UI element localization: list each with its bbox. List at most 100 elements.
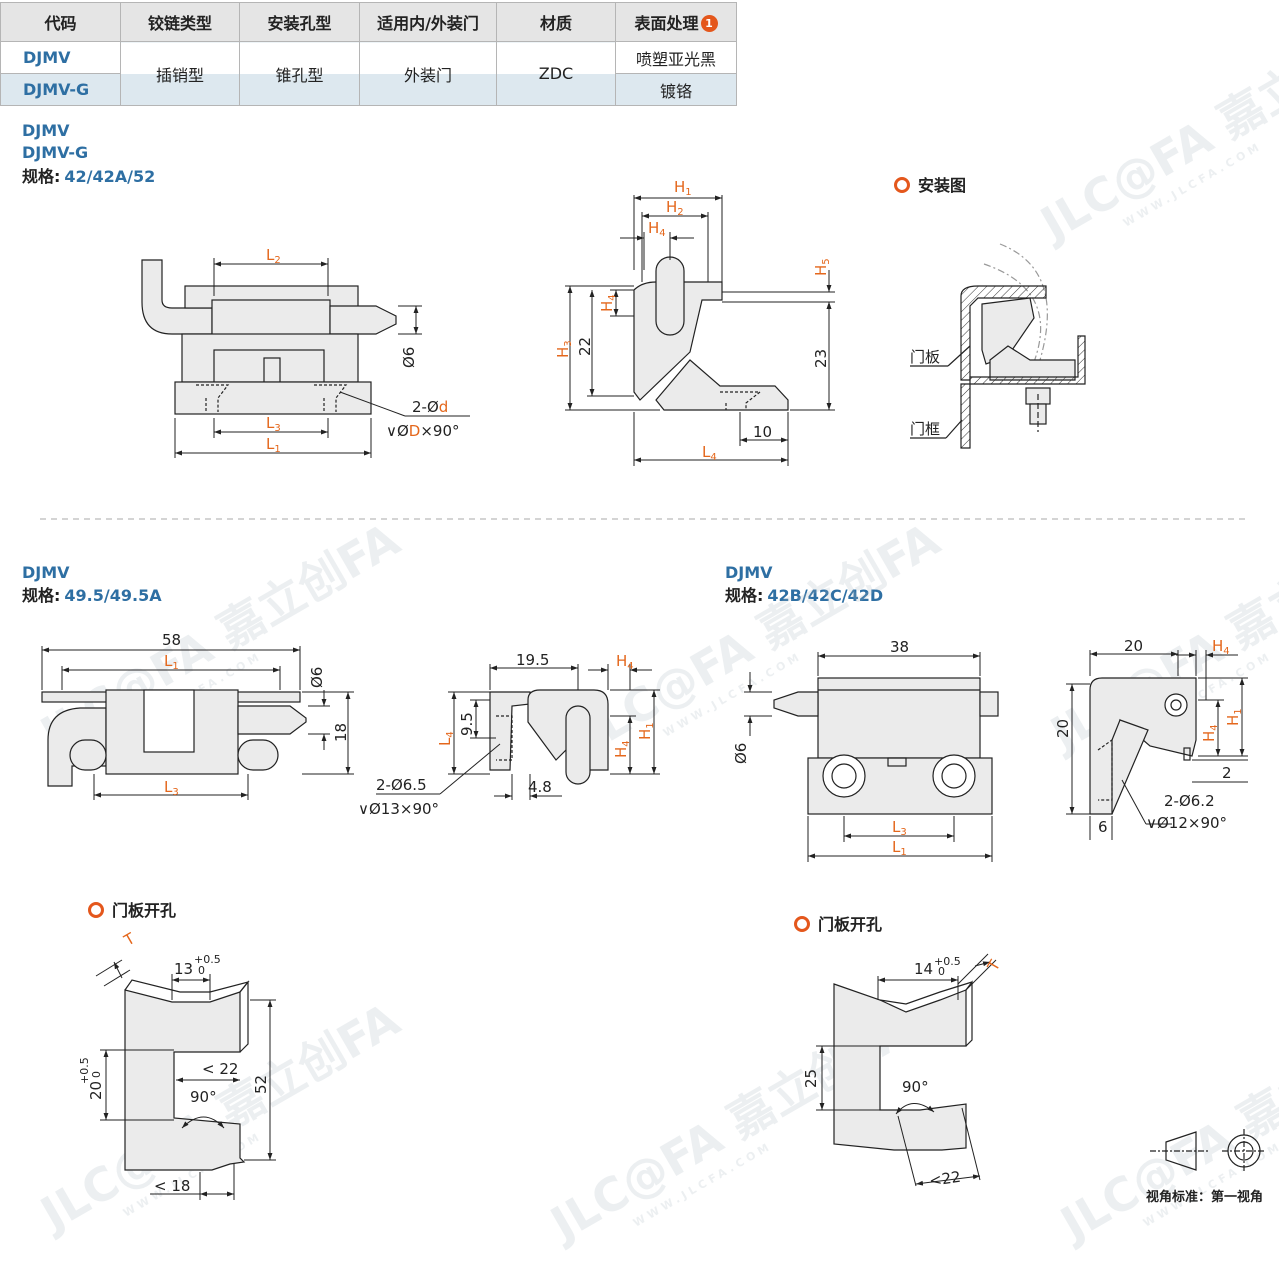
svg-text:L1: L1 (164, 652, 179, 672)
install-view (910, 243, 1086, 449)
dim-L1: L (164, 652, 173, 670)
svg-text:H4: H4 (616, 652, 634, 672)
dim-hole: 2-Ø6.2 (1164, 792, 1215, 810)
dim-hole-count: 2-Ø (412, 398, 439, 416)
svg-text:H3: H3 (554, 340, 574, 358)
dim-H2: H (666, 198, 677, 216)
dim-L2: L (266, 246, 275, 264)
block1-spec: 规格:42/42A/52 (22, 167, 156, 186)
dim-H4: H (648, 219, 659, 237)
drawing-front-view-1 (141, 259, 397, 415)
countersink-icon: ∨ (358, 800, 369, 818)
svg-text:L1: L1 (892, 838, 907, 858)
svg-text:L3: L3 (266, 414, 281, 434)
svg-text:H4: H4 (598, 294, 618, 312)
label-door-panel: 门板 (910, 348, 940, 366)
drawing-front-view-3 (773, 677, 999, 815)
dim-22: 22 (576, 337, 594, 356)
svg-text:H2: H2 (666, 198, 684, 218)
first-angle-projection-icon (1150, 1129, 1266, 1173)
cutout-right-title: 门板开孔 (794, 915, 882, 935)
dim-L3: L (892, 818, 901, 836)
drawing-front-view-2 (41, 689, 307, 787)
dim-90: 90° (190, 1088, 217, 1106)
block1-model1: DJMV (22, 121, 70, 140)
dim-H4-side: H (598, 301, 616, 312)
dim-T: T (120, 929, 139, 950)
drawing-side-view-1 (633, 256, 789, 411)
dim-phi6: Ø6 (308, 667, 326, 688)
dim-L4: L (436, 737, 454, 746)
dim-23: 23 (812, 349, 830, 368)
svg-text:H1: H1 (636, 722, 656, 740)
dim-L1: L (892, 838, 901, 856)
cutout-right-drawing (833, 980, 973, 1151)
model-code: DJMV (0, 41, 121, 74)
dim-20: 20 (1124, 637, 1143, 655)
dim-L1: L (266, 435, 275, 453)
dim-hole: 2-Ø6.5 (376, 776, 427, 794)
dim-14-tol-up: +0.5 (934, 955, 961, 968)
drawing-side-view-2 (489, 689, 609, 785)
dim-H3: H (554, 347, 572, 358)
svg-text:L3: L3 (164, 778, 179, 798)
block3-spec: 规格:42B/42C/42D (725, 586, 884, 605)
dim-H4: H (616, 652, 627, 670)
svg-text:H4: H4 (1200, 724, 1220, 742)
svg-text:H1: H1 (1224, 708, 1244, 726)
svg-text:∨ØD×90°: ∨ØD×90° (386, 422, 460, 440)
svg-text:L4: L4 (436, 731, 456, 746)
table-row: DJMV-G 镀铬 (0, 73, 737, 106)
block1-model2: DJMV-G (22, 143, 89, 162)
dim-13: 13 (174, 960, 193, 978)
svg-text:L4: L4 (702, 443, 717, 463)
dim-14-tol-dn: 0 (938, 965, 945, 978)
ring-icon (894, 177, 910, 193)
svg-text:H1: H1 (674, 178, 692, 198)
dim-90: 90° (902, 1078, 929, 1096)
svg-text:H4: H4 (612, 740, 632, 758)
svg-text:H5: H5 (812, 258, 832, 276)
dim-13-tol-dn: 0 (198, 964, 205, 977)
svg-text:H4: H4 (648, 219, 666, 239)
dim-L3: L (164, 778, 173, 796)
dim-H4-side: H (612, 747, 630, 758)
technical-drawings: L2 L3 L1 Ø6 2-Ød ∨ØD×90° H1 H2 H4 H5 H4 … (40, 178, 1266, 1200)
dim-22: < 22 (202, 1060, 238, 1078)
dim-52: 52 (252, 1075, 270, 1094)
dim-38: 38 (890, 638, 909, 656)
svg-text:∨Ø12×90°: ∨Ø12×90° (1146, 814, 1227, 832)
dim-H4-side: H (1200, 731, 1218, 742)
block3-model: DJMV (725, 563, 773, 582)
dim-18: < 18 (154, 1177, 190, 1195)
ring-icon (88, 902, 104, 918)
dim-19-5: 19.5 (516, 651, 549, 669)
block2-spec: 规格:49.5/49.5A (22, 586, 162, 605)
projection-standard-label: 视角标准：第一视角 (1146, 1190, 1264, 1205)
install-section-title: 安装图 (894, 176, 966, 196)
dim-18: 18 (332, 723, 350, 742)
svg-text:H4: H4 (1212, 637, 1230, 657)
dim-L3: L (266, 414, 275, 432)
cutout-left-title: 门板开孔 (88, 901, 176, 921)
hinge-type-cell: 插销型 (120, 41, 240, 106)
svg-text:L2: L2 (266, 246, 281, 266)
ring-icon (794, 916, 810, 932)
dim-H1: H (636, 729, 654, 740)
svg-text:L3: L3 (892, 818, 907, 838)
dim-22: <22 (928, 1168, 962, 1190)
label-door-frame: 门框 (910, 420, 940, 438)
dim-phi6: Ø6 (732, 743, 750, 764)
dim-20-vert: 20 (1054, 719, 1072, 738)
material-cell: ZDC (496, 41, 616, 106)
model-code: DJMV-G (0, 73, 121, 106)
table-row: DJMV 插销型 锥孔型 外装门 ZDC 喷塑亚光黑 (0, 41, 737, 106)
countersink-icon: ∨ (386, 422, 397, 440)
finish-cell: 镀铬 (615, 73, 737, 106)
dim-H1: H (674, 178, 685, 196)
dim-2: 2 (1222, 764, 1232, 782)
dim-25: 25 (802, 1069, 820, 1088)
